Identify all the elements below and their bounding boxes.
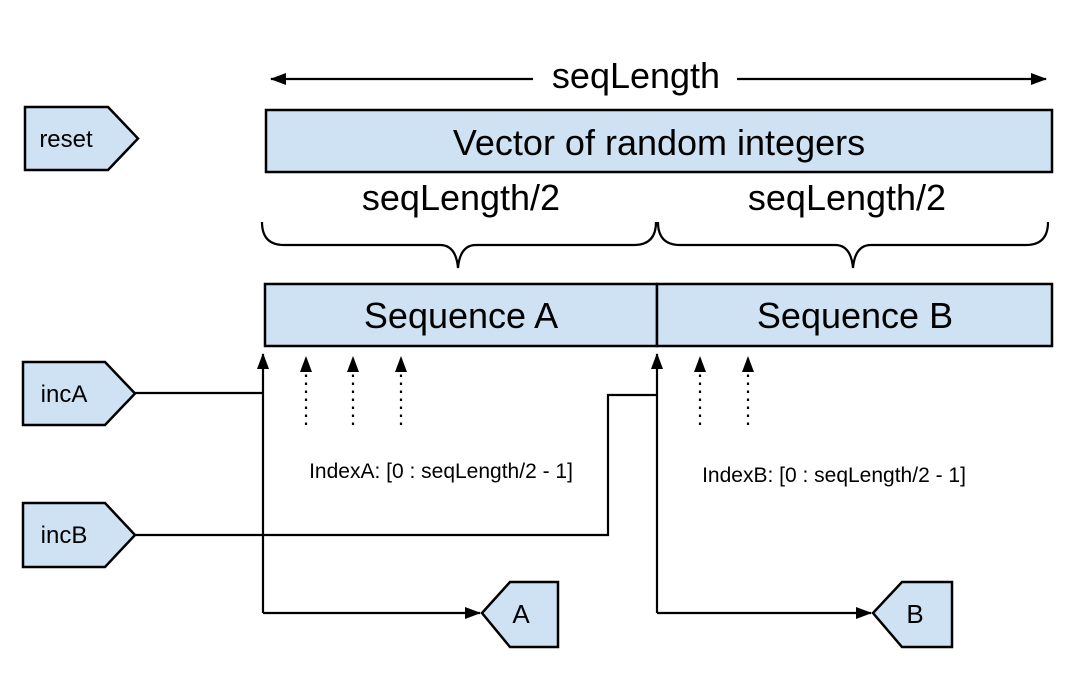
vector-box-label: Vector of random integers	[453, 122, 865, 163]
half-label-right: seqLength/2	[748, 177, 946, 218]
sequence-a-label: Sequence A	[364, 295, 558, 336]
reset-tag-label: reset	[39, 126, 93, 153]
sequence-a-box	[263, 282, 659, 348]
output-b-tag	[871, 580, 954, 649]
vector-box	[264, 108, 1054, 174]
inc-b-tag-label: incB	[41, 522, 88, 549]
sequence-b-box	[655, 282, 1054, 348]
half-label-left: seqLength/2	[362, 177, 560, 218]
output-a-tag-label: A	[512, 599, 530, 629]
inc-a-tag	[21, 360, 137, 427]
reset-tag	[23, 105, 140, 172]
index-a-annotation: IndexA: [0 : seqLength/2 - 1]	[309, 460, 573, 483]
sequence-b-label: Sequence B	[757, 295, 953, 336]
seqlength-label: seqLength	[552, 55, 720, 96]
brace-left-half	[260, 221, 658, 269]
inc-a-tag-label: incA	[41, 381, 88, 408]
index-b-annotation: IndexB: [0 : seqLength/2 - 1]	[702, 464, 966, 487]
output-a-tag	[480, 580, 560, 649]
brace-right-half	[656, 221, 1050, 269]
output-b-tag-label: B	[906, 599, 923, 629]
inc-b-wire	[135, 393, 656, 537]
inc-b-tag	[21, 501, 137, 569]
